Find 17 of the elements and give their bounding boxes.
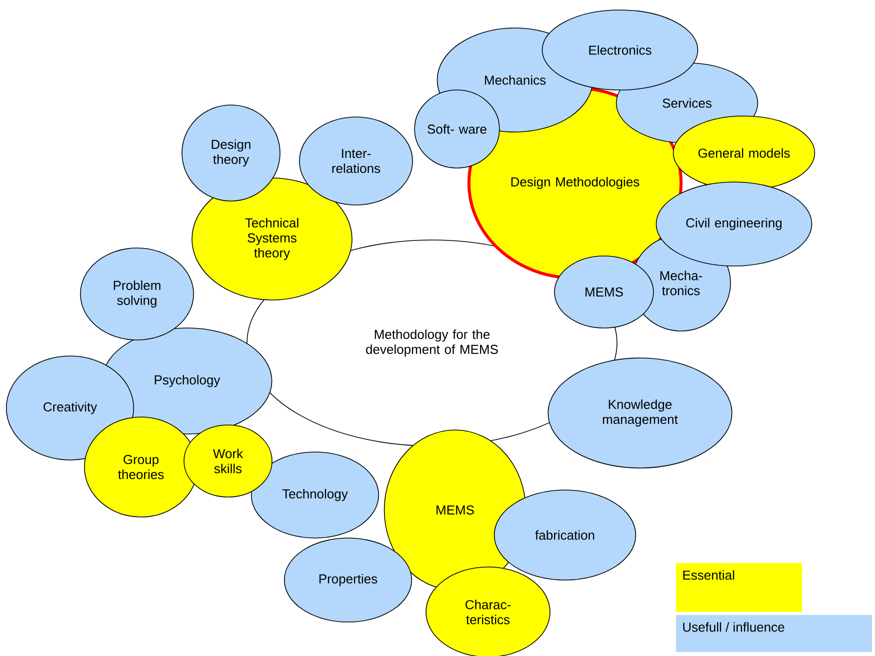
bubble: Design theory [182,104,280,202]
bubble: Problem solving [80,248,194,340]
legend-label: Essential [683,570,734,580]
bubble: Technical Systems theory [192,178,352,300]
bubble: MEMS [554,256,654,328]
bubble: Soft- ware [414,90,500,168]
bubble: fabrication [494,490,636,580]
bubble: Inter- relations [299,116,413,206]
bubble: Technology [250,452,380,538]
legend-label: Usefull / influence [683,622,784,632]
bubble: General models [672,116,816,190]
bubble: Civil engineering [656,182,812,266]
bubble: Knowledge management [548,358,732,468]
bubble: Group theories [84,416,198,518]
bubble: Charac- teristics [426,566,550,656]
bubble: Work skills [184,424,272,498]
bubble: Properties [284,538,412,622]
